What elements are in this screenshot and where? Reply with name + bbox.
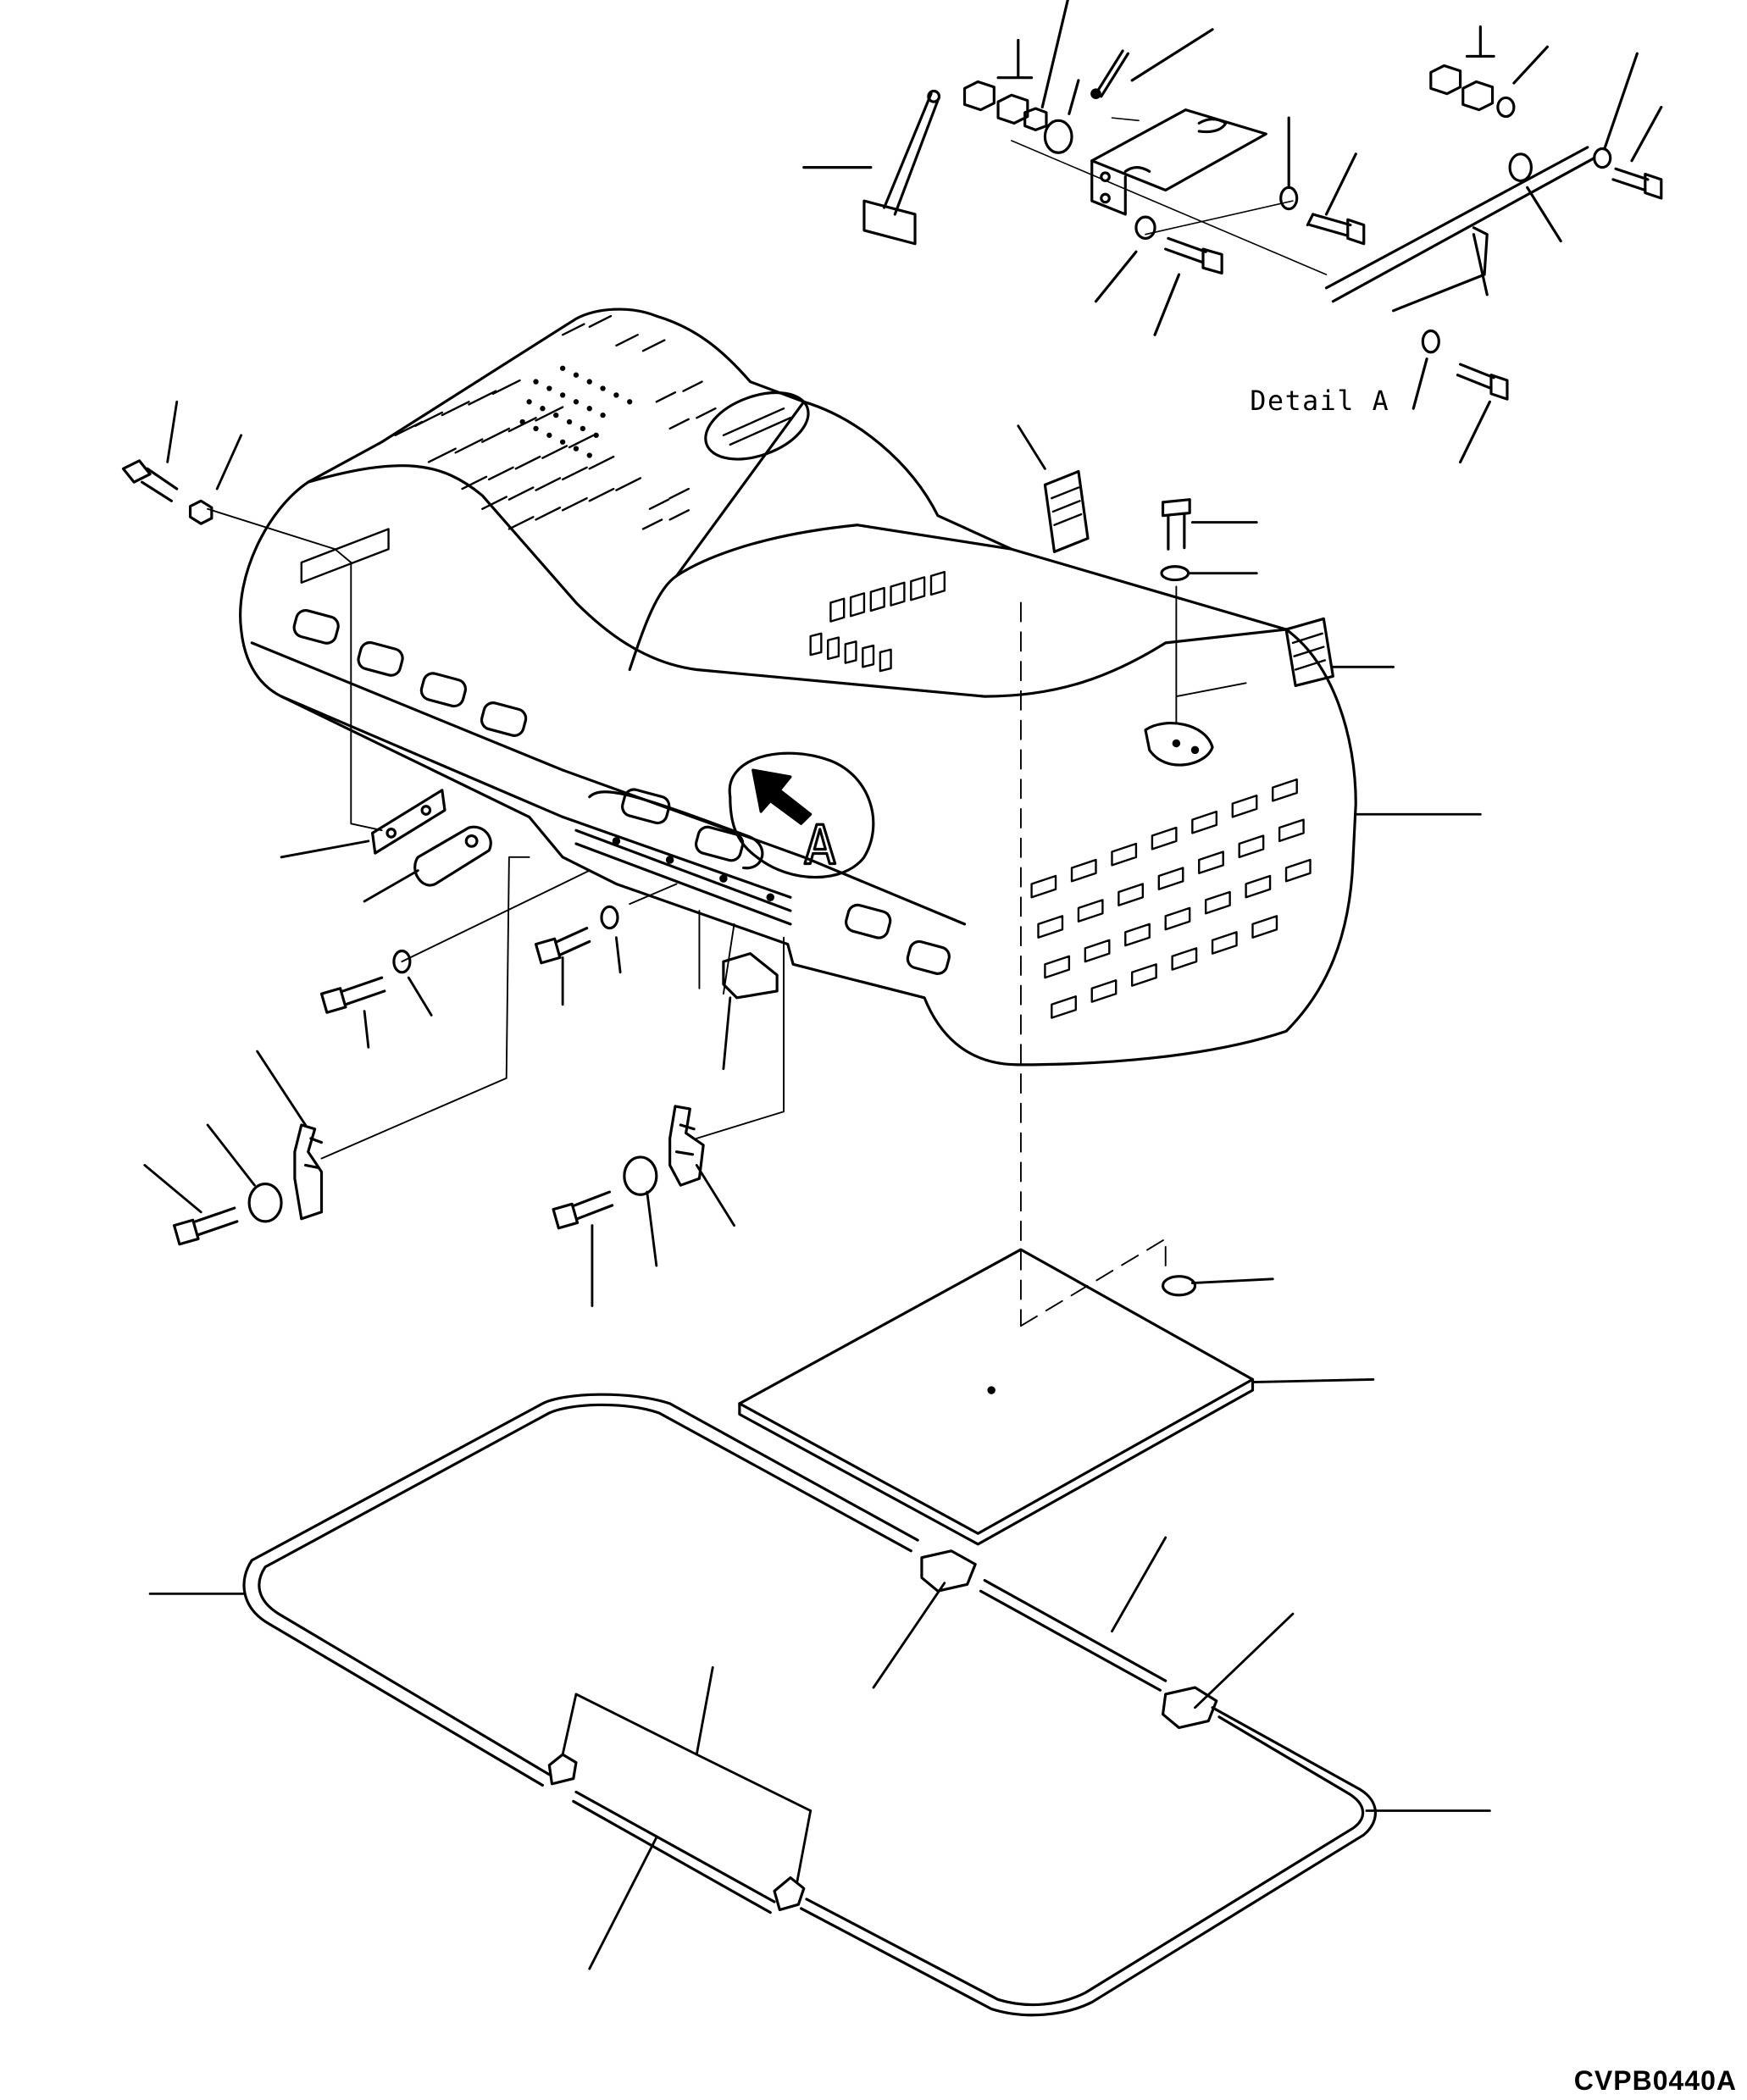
hood-bolt-top (1161, 498, 1191, 551)
bolt-detail-2 (1164, 236, 1223, 275)
leader-lines (143, 400, 1491, 1970)
detail-a-label: Detail A (1250, 386, 1389, 417)
hinge-latch-left (293, 1123, 324, 1221)
round-washer (1043, 119, 1073, 154)
seal-clip-1 (547, 1753, 578, 1786)
bolt-lower-4 (552, 1190, 614, 1230)
end-grille (1030, 778, 1312, 1019)
callout-a: A (728, 751, 875, 878)
detail-a-assembly: Detail A (802, 0, 1663, 464)
washer-lower-2 (600, 905, 619, 930)
link-rod (862, 89, 941, 246)
washer-lower-4 (623, 1155, 658, 1196)
hex-nut-pair-right (1429, 64, 1495, 112)
rubber-pad-right (1284, 617, 1334, 688)
hinge-bracket-center (722, 952, 779, 1000)
insulation-pad (738, 1248, 1255, 1546)
hex-nut-pair-left (962, 80, 1048, 131)
phantom-lines (207, 507, 1247, 1327)
vent-dots (519, 365, 633, 458)
washer-detail-5 (1421, 329, 1440, 354)
bolt-lower-3 (172, 1206, 239, 1246)
washer-lower-1 (392, 949, 412, 974)
washer-detail-1 (1279, 186, 1299, 211)
rubber-pad-left (1043, 469, 1090, 553)
hinge-arm-left (413, 825, 492, 887)
seal-joint-2 (1161, 1686, 1218, 1730)
drawing-code: CVPB0440A (1573, 2065, 1737, 2096)
bolt-lower-1 (319, 976, 386, 1014)
front-slots (809, 570, 946, 673)
callout-a-letter: A (804, 814, 836, 877)
seal-joint-1 (920, 1549, 977, 1593)
bolt-detail-1 (1306, 213, 1366, 246)
door-seal-ring (242, 1393, 1377, 2017)
left-hinge-label (300, 528, 390, 584)
seal-clip-2 (773, 1876, 806, 1912)
bolt-lower-2 (534, 927, 591, 965)
hood-nut-left (188, 499, 214, 525)
washer-detail-2 (1134, 215, 1156, 240)
hinge-plate-left (371, 789, 446, 855)
bolt-detail-3 (1611, 167, 1663, 200)
hinge-latch-right (668, 1105, 705, 1187)
warning-label-badge (704, 391, 810, 461)
lock-lever (1324, 146, 1596, 313)
hood-latch-plate (1144, 722, 1214, 767)
washer-detail-3 (1496, 96, 1516, 119)
cotter-pin (1090, 49, 1130, 99)
bracket-plate (1090, 108, 1267, 216)
bolt-detail-4 (1456, 363, 1509, 401)
rubber-plug (1161, 1275, 1197, 1297)
washer-detail-4 (1593, 147, 1612, 169)
top-grille (394, 314, 717, 530)
engine-hood-cover (239, 308, 1357, 1067)
washer-lower-3 (247, 1183, 283, 1223)
detail-leader-lines (802, 0, 1663, 464)
hood-washer-top (1160, 565, 1190, 582)
side-vent-slots (292, 608, 951, 975)
hood-bolt-left (121, 459, 179, 502)
